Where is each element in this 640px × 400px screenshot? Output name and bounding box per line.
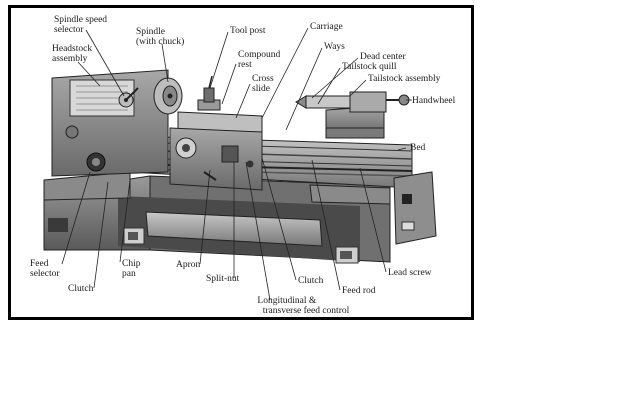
label-spindle-with-chuck: Spindle (with chuck) bbox=[136, 27, 184, 47]
label-bed: Bed bbox=[410, 143, 426, 153]
label-split-nut: Split-nut bbox=[206, 274, 240, 284]
label-tool-post: Tool post bbox=[230, 26, 266, 36]
labels: Spindle speed selector Headstock assembl… bbox=[30, 15, 456, 316]
label-headstock-assembly: Headstock assembly bbox=[52, 44, 94, 64]
carriage bbox=[169, 111, 263, 191]
label-feed-selector: Feed selector bbox=[30, 259, 60, 279]
label-clutch-right: Clutch bbox=[298, 276, 324, 286]
label-longitudinal-feed-control: Longitudinal & transverse feed control bbox=[257, 296, 349, 316]
label-chip-pan: Chip pan bbox=[122, 259, 143, 279]
label-apron: Apron bbox=[176, 260, 201, 270]
spindle-chuck bbox=[153, 77, 183, 115]
label-handwheel: Handwheel bbox=[412, 96, 456, 106]
label-tailstock-quill: Tailstock quill bbox=[342, 62, 397, 72]
tool-post bbox=[197, 75, 221, 111]
leader-lines bbox=[61, 27, 412, 301]
label-dead-center: Dead center bbox=[360, 52, 406, 62]
label-carriage: Carriage bbox=[310, 22, 343, 32]
label-clutch-left: Clutch bbox=[68, 284, 94, 294]
label-tailstock-assembly: Tailstock assembly bbox=[368, 74, 441, 84]
tailstock bbox=[295, 91, 410, 139]
lathe-illustration bbox=[43, 69, 437, 264]
label-feed-rod: Feed rod bbox=[342, 286, 376, 296]
label-cross-slide: Cross slide bbox=[252, 74, 276, 94]
electrical-box bbox=[393, 171, 437, 245]
label-compound-rest: Compound rest bbox=[238, 50, 283, 70]
headstock bbox=[51, 69, 169, 177]
label-spindle-speed-selector: Spindle speed selector bbox=[54, 15, 109, 35]
label-ways: Ways bbox=[324, 42, 345, 52]
label-lead-screw: Lead screw bbox=[388, 268, 432, 278]
lathe-pedestals bbox=[43, 171, 391, 205]
